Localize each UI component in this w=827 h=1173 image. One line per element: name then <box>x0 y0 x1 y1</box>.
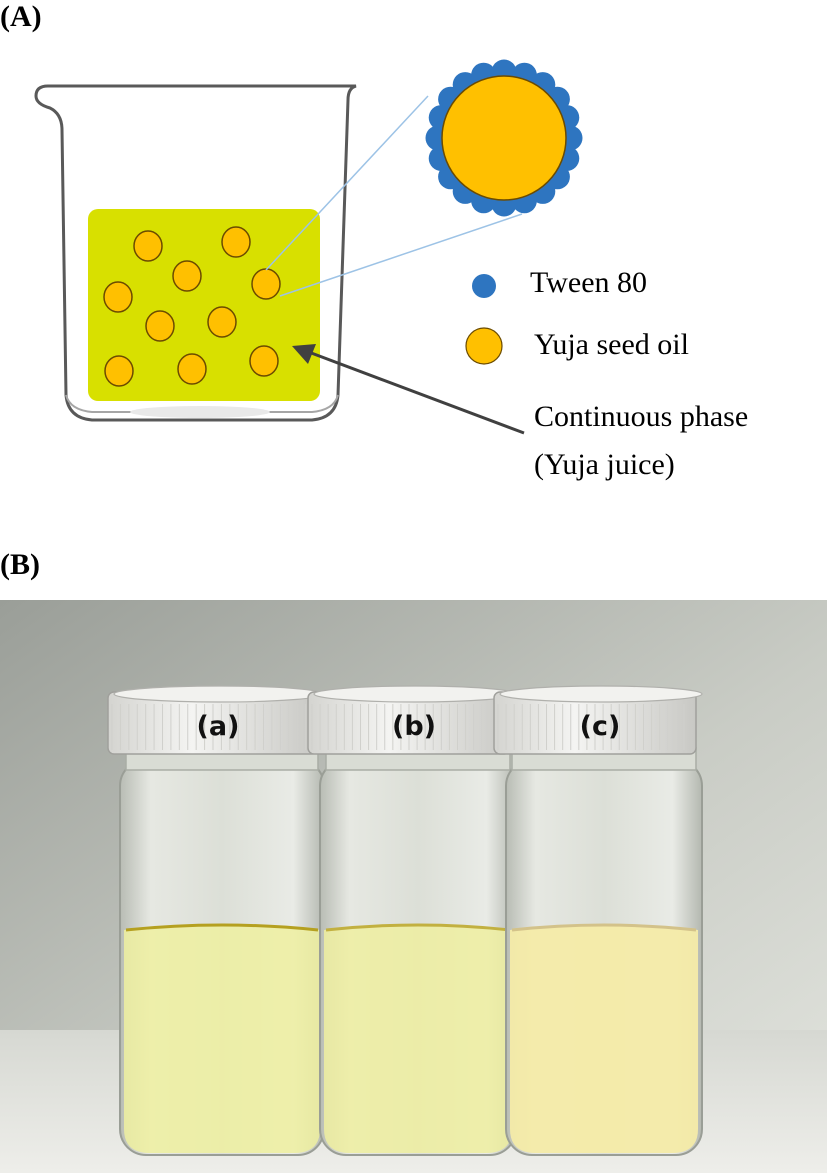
vial-label: (c) <box>580 711 621 742</box>
oil-core <box>442 76 566 200</box>
oil-droplet <box>104 282 132 312</box>
oil-droplet <box>173 261 201 291</box>
oil-droplet <box>134 231 162 261</box>
oil-droplet <box>252 269 280 299</box>
oil-droplet <box>178 354 206 384</box>
vial: (c) <box>494 686 702 1155</box>
vials-photo: (a) (b) (c) <box>0 600 827 1173</box>
vial-liquid <box>324 924 512 1153</box>
continuous-phase-label-line2: (Yuja juice) <box>534 448 675 482</box>
vial-liquid <box>510 924 698 1153</box>
cap-top <box>114 686 324 702</box>
vial-label: (b) <box>392 711 436 742</box>
oil-legend-marker <box>466 328 502 364</box>
tween80-legend-marker <box>472 274 496 298</box>
vial: (b) <box>308 686 516 1155</box>
oil-droplet <box>250 346 278 376</box>
vial-liquid <box>124 924 320 1153</box>
oil-legend-label: Yuja seed oil <box>534 328 689 362</box>
emulsion-diagram <box>0 0 827 560</box>
vial: (a) <box>108 686 324 1155</box>
tween80-legend-label: Tween 80 <box>530 266 647 300</box>
vials: (a) (b) (c) <box>108 686 702 1155</box>
cap-top <box>314 686 516 702</box>
cap-top <box>500 686 702 702</box>
oil-droplet <box>208 307 236 337</box>
panel-b-label: (B) <box>0 548 40 582</box>
vial-label: (a) <box>197 711 240 742</box>
continuous-phase-label-line1: Continuous phase <box>534 400 748 434</box>
magnified-droplet <box>426 60 583 217</box>
oil-droplet <box>105 356 133 386</box>
oil-droplet <box>146 311 174 341</box>
oil-droplet <box>222 227 250 257</box>
